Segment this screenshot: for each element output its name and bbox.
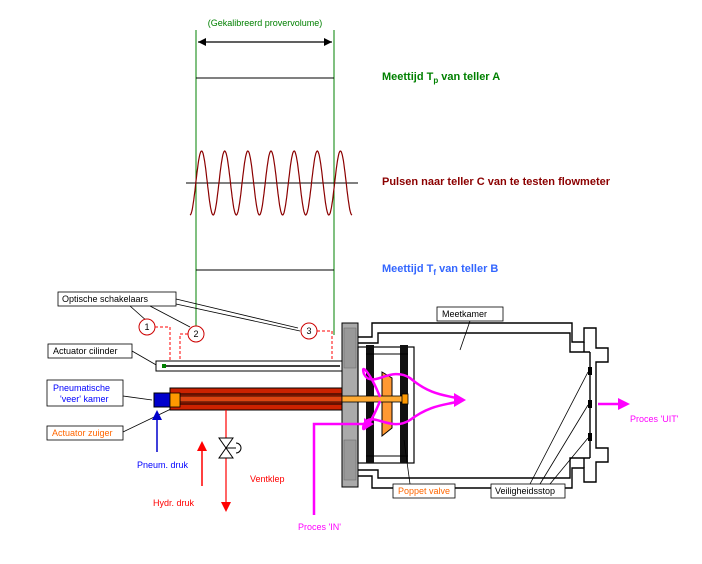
proces-uit-label: Proces 'UIT' xyxy=(630,414,679,424)
svg-text:Veiligheidsstop: Veiligheidsstop xyxy=(495,486,555,496)
volume-label: (Gekalibreerd provervolume) xyxy=(208,18,323,28)
optical-switch-1: 1 xyxy=(138,318,171,360)
volume-arrow-left-head xyxy=(198,38,206,46)
pneumatische-box: Pneumatische 'veer' kamer xyxy=(46,379,153,407)
flange xyxy=(341,322,359,488)
svg-text:'veer' kamer: 'veer' kamer xyxy=(60,394,108,404)
optical-switch-2: 2 xyxy=(179,325,205,360)
svg-text:Actuator zuiger: Actuator zuiger xyxy=(52,428,113,438)
timing-tp: Meettijd Tp van teller A xyxy=(196,71,500,85)
timing-tf: Meettijd Tf van teller B xyxy=(196,263,498,277)
pulse-train: Pulsen naar teller C van te testen flowm… xyxy=(186,150,611,216)
actuator-cylinder xyxy=(153,360,343,411)
flow-paths xyxy=(312,367,630,515)
svg-text:2: 2 xyxy=(193,329,198,339)
meettijd-a-label: Meettijd Tp van teller A xyxy=(382,71,500,85)
meettijd-b-label: Meettijd Tf van teller B xyxy=(382,263,498,277)
poppet-box: Poppet valve xyxy=(392,439,456,499)
svg-text:Ventklep: Ventklep xyxy=(250,474,285,484)
svg-text:3: 3 xyxy=(306,326,311,336)
veiligheidsstop-box: Veiligheidsstop xyxy=(490,371,589,499)
svg-text:1: 1 xyxy=(144,322,149,332)
pulsen-label: Pulsen naar teller C van te testen flowm… xyxy=(382,176,611,188)
optische-box: Optische schakelaars xyxy=(57,291,301,332)
svg-text:Meetkamer: Meetkamer xyxy=(442,309,487,319)
volume-markers: (Gekalibreerd provervolume) xyxy=(195,18,335,335)
pneumatic-chamber xyxy=(153,392,171,408)
hydr-druk: Hydr. druk xyxy=(153,441,207,508)
pulse-sine xyxy=(189,150,353,216)
svg-text:Actuator cilinder: Actuator cilinder xyxy=(53,346,118,356)
ventklep: Ventklep xyxy=(218,410,285,512)
optical-switch-3: 3 xyxy=(300,322,333,360)
actuator-piston xyxy=(169,392,181,408)
svg-text:Pneum. druk: Pneum. druk xyxy=(137,460,189,470)
actuator-zuiger-box: Actuator zuiger xyxy=(46,407,174,441)
svg-text:Optische schakelaars: Optische schakelaars xyxy=(62,294,149,304)
svg-text:Pneumatische: Pneumatische xyxy=(53,383,110,393)
proces-in-label: Proces 'IN' xyxy=(298,522,341,532)
pneum-druk: Pneum. druk xyxy=(137,410,189,470)
actuator-cilinder-box: Actuator cilinder xyxy=(47,343,159,367)
svg-text:Poppet valve: Poppet valve xyxy=(398,486,450,496)
meetkamer-box: Meetkamer xyxy=(436,306,504,351)
svg-text:Hydr. druk: Hydr. druk xyxy=(153,498,195,508)
volume-arrow-right-head xyxy=(324,38,332,46)
